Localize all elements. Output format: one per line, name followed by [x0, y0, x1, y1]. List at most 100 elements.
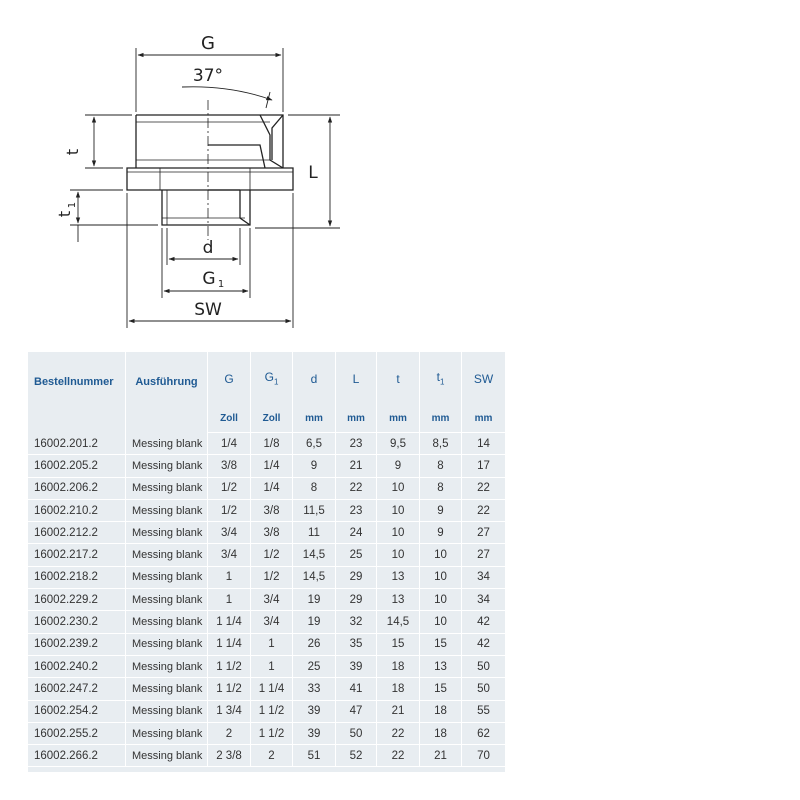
cell-SW: 50: [462, 678, 505, 701]
unit-d: mm: [293, 405, 336, 433]
cell-L: 22: [336, 477, 377, 500]
cell-ausfuehrung: Messing blank: [126, 566, 208, 590]
cell-SW: 34: [462, 567, 505, 590]
cell-ausfuehrung: Messing blank: [126, 722, 208, 746]
cell-G1: 3/8: [251, 522, 293, 545]
cell-G1: 1/4: [251, 477, 293, 500]
cell-t: 13: [377, 589, 420, 612]
cell-L: 23: [336, 433, 377, 456]
cell-ausfuehrung: Messing blank: [126, 633, 208, 656]
cell-d: 6,5: [293, 433, 336, 456]
cell-d: 8: [293, 477, 336, 500]
col-ausfuehrung: Ausführung: [126, 352, 208, 433]
cell-G1: 1: [251, 633, 293, 656]
label-angle: 37°: [193, 66, 223, 86]
col-SW: SW: [473, 371, 494, 386]
unit-row: Zoll Zoll mm mm mm mm mm: [28, 405, 505, 433]
unit-SW: mm: [462, 405, 505, 433]
cell-t1: 8,5: [420, 433, 462, 456]
cell-t: 9,5: [377, 433, 420, 456]
technical-drawing: G 37° L t t 1 d G 1 SW: [55, 33, 340, 328]
cell-t1: 10: [420, 544, 462, 567]
unit-G1: Zoll: [251, 405, 293, 433]
cell-t: 14,5: [377, 611, 420, 634]
cell-bestellnummer: 16002.201.2: [28, 433, 126, 456]
cell-bestellnummer: 16002.247.2: [28, 678, 126, 701]
cell-ausfuehrung: Messing blank: [126, 499, 208, 523]
cell-G1: 1 1/2: [251, 722, 293, 746]
cell-t: 21: [377, 700, 420, 723]
cell-G: 1: [208, 566, 251, 590]
cell-d: 26: [293, 633, 336, 656]
cell-t1: 10: [420, 566, 462, 590]
cell-L: 24: [336, 522, 377, 545]
cell-SW: 17: [462, 455, 505, 478]
cell-SW: 55: [462, 701, 505, 723]
cell-G1: 2: [251, 745, 293, 768]
cell-d: 9: [293, 455, 336, 478]
svg-text:1: 1: [218, 279, 224, 290]
cell-d: 39: [293, 700, 336, 723]
cell-L: 41: [336, 678, 377, 701]
cell-SW: 22: [462, 478, 505, 500]
cell-d: 33: [293, 678, 336, 701]
svg-text:t: t: [55, 211, 74, 217]
cell-L: 39: [336, 655, 377, 679]
cell-ausfuehrung: Messing blank: [126, 678, 208, 701]
cell-t: 18: [377, 678, 420, 701]
cell-G1: 1/2: [251, 544, 293, 567]
cell-t: 10: [377, 544, 420, 567]
cell-ausfuehrung: Messing blank: [126, 544, 208, 567]
cell-t: 10: [377, 522, 420, 545]
cell-t1: 8: [420, 455, 462, 478]
cell-d: 14,5: [293, 566, 336, 590]
cell-L: 25: [336, 544, 377, 567]
col-G: G: [208, 352, 251, 405]
unit-t: mm: [377, 405, 420, 433]
cell-t1: 9: [420, 522, 462, 545]
label-L: L: [308, 163, 318, 183]
cell-ausfuehrung: Messing blank: [126, 477, 208, 500]
cell-G1: 1 1/4: [251, 678, 293, 701]
cell-SW: 27: [462, 522, 505, 545]
cell-ausfuehrung: Messing blank: [126, 611, 208, 634]
cell-ausfuehrung: Messing blank: [126, 745, 208, 768]
cell-G1: 3/4: [251, 589, 293, 612]
cell-t: 15: [377, 633, 420, 656]
fitting-outline: [126, 114, 294, 226]
cell-G: 1/2: [208, 477, 251, 500]
cell-ausfuehrung: Messing blank: [126, 455, 208, 478]
cell-bestellnummer: 16002.254.2: [28, 700, 126, 723]
cell-G: 1 3/4: [208, 700, 251, 723]
unit-t1: mm: [420, 405, 462, 433]
cell-t: 22: [377, 722, 420, 746]
cell-d: 19: [293, 611, 336, 634]
cell-bestellnummer: 16002.210.2: [28, 499, 126, 523]
cell-t1: 9: [420, 499, 462, 523]
cell-t1: 13: [420, 655, 462, 679]
svg-text:G: G: [202, 269, 215, 289]
cell-bestellnummer: 16002.230.2: [28, 611, 126, 634]
cell-t: 18: [377, 655, 420, 679]
cell-d: 51: [293, 745, 336, 768]
cell-d: 39: [293, 722, 336, 746]
label-d: d: [203, 238, 214, 258]
cell-L: 50: [336, 722, 377, 746]
label-G1: G 1: [202, 269, 224, 290]
cell-SW: 42: [462, 634, 505, 656]
cell-G: 3/8: [208, 455, 251, 478]
cell-G: 1 1/2: [208, 678, 251, 701]
svg-text:1: 1: [67, 202, 78, 208]
cell-G: 1: [208, 589, 251, 612]
cell-L: 32: [336, 611, 377, 634]
label-t: t: [63, 149, 82, 155]
cell-d: 14,5: [293, 544, 336, 567]
cell-t1: 10: [420, 611, 462, 634]
